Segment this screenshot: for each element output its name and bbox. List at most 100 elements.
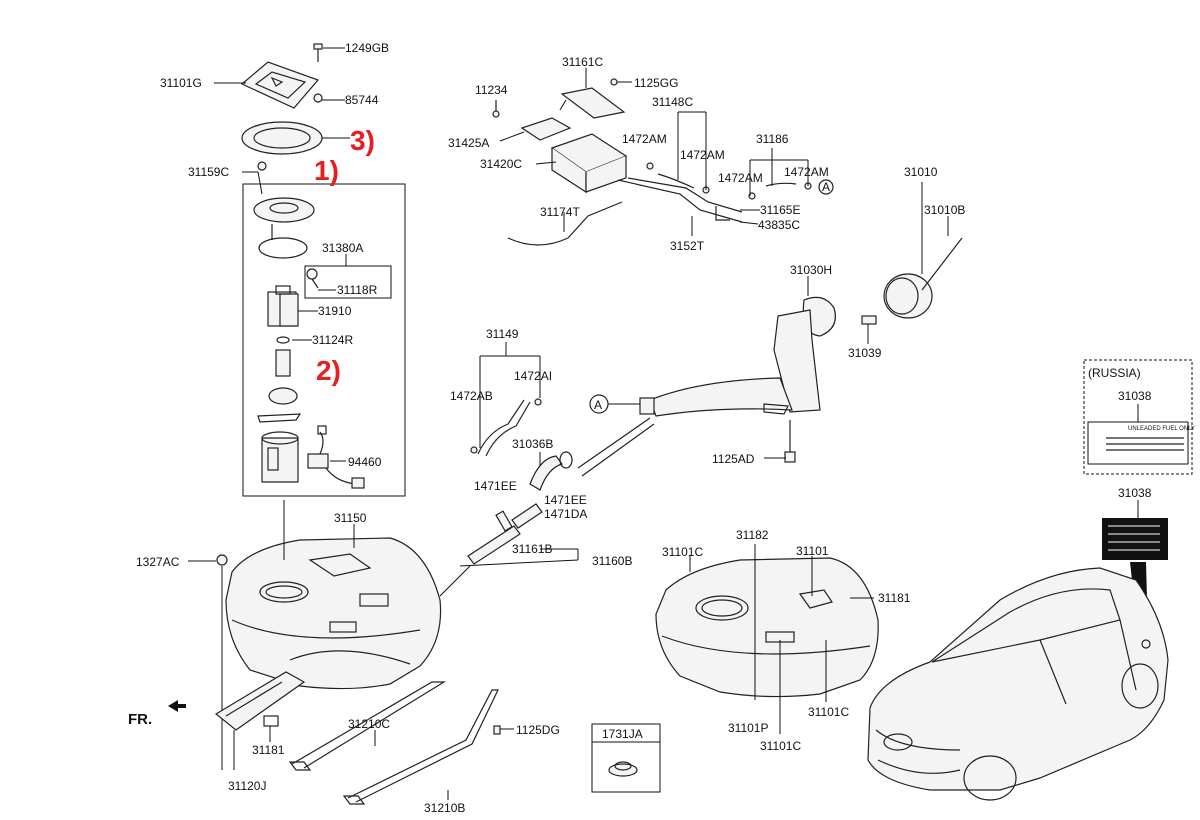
label-1249GB: 1249GB [345, 41, 389, 55]
screw-31039 [861, 315, 877, 325]
label-1472AI: 1472AI [514, 369, 552, 383]
decal-31038b [1102, 518, 1168, 560]
clamp-1471EE [495, 510, 513, 532]
bolt-1125AD [784, 420, 796, 463]
label-1471EE-b: 1471EE [544, 493, 587, 507]
label-front: FR. [128, 711, 152, 728]
label-31210B: 31210B [424, 801, 465, 815]
pump-seal-ring [258, 237, 308, 259]
fuel-tank-31101C [655, 557, 879, 698]
label-31039: 31039 [848, 346, 882, 360]
russia-decal-box [1083, 359, 1193, 475]
label-1472AM-d: 1472AM [784, 165, 829, 179]
hose-31149 [470, 398, 542, 457]
label-1125GG: 1125GG [634, 76, 678, 90]
label-43835C: 43835C [758, 218, 800, 232]
label-marker-A-top: A [822, 180, 830, 194]
label-31030H: 31030H [790, 263, 832, 277]
label-31380A: 31380A [322, 241, 363, 255]
canister-filter-31425A [520, 117, 572, 141]
label-31150: 31150 [334, 511, 367, 525]
canister-bracket-31161C [559, 87, 626, 119]
label-marker-A-filler: A [594, 398, 602, 412]
front-arrow [168, 700, 186, 712]
label-31038: 31038 [1118, 486, 1152, 500]
nut-85744 [313, 93, 323, 103]
label-1731JA: 1731JA [602, 727, 643, 741]
sender-94460 [307, 425, 365, 489]
bracket-31165E [715, 206, 730, 221]
label-31120J: 31120J [228, 779, 266, 793]
label-1472AM-c: 1472AM [718, 171, 763, 185]
filler-pipe-31161B [467, 503, 543, 565]
label-1472AB: 1472AB [450, 389, 493, 403]
callout-2: 2) [316, 355, 341, 386]
canister-31420C [550, 133, 628, 194]
sub-kit-31380A-box [304, 265, 392, 299]
label-31159C: 31159C [188, 165, 229, 179]
pump-gasket-ring [241, 121, 323, 155]
vent-tube-31174T [507, 201, 623, 246]
label-31101C-right: 31101C [808, 705, 849, 719]
label-31161C: 31161C [562, 55, 603, 69]
label-31160B: 31160B [592, 554, 632, 568]
part-box-1731JA [591, 723, 661, 793]
callout-1: 1) [314, 155, 339, 186]
decal-text: UNLEADED FUEL ONLY [1128, 426, 1195, 432]
label-1327AC: 1327AC [136, 555, 180, 569]
label-31101C-bottom: 31101C [760, 739, 801, 753]
fuel-tank-31150 [225, 537, 442, 690]
label-1472AM-b: 1472AM [680, 148, 725, 162]
bolt-11234 [492, 100, 500, 118]
pump-bracket [257, 387, 302, 423]
label-31101C-top: 31101C [662, 545, 703, 559]
label-31174T: 31174T [540, 205, 580, 219]
label-1472AM-a: 1472AM [622, 132, 667, 146]
label-31101P: 31101P [728, 721, 768, 735]
label-31010: 31010 [904, 165, 938, 179]
label-1471EE-a: 1471EE [474, 479, 517, 493]
label-31182: 31182 [736, 528, 769, 542]
label-31149: 31149 [486, 327, 519, 341]
filler-hose-31036B [529, 451, 573, 491]
label-31186: 31186 [756, 132, 789, 146]
label-31210C: 31210C [348, 717, 390, 731]
label-1125AD: 1125AD [712, 452, 755, 466]
vapor-hoses [617, 162, 812, 223]
vent-pipe [577, 417, 655, 477]
pump-filter-31910 [267, 285, 299, 327]
pump-flange [253, 197, 315, 223]
filler-neck-31030H [639, 296, 836, 417]
marker-A-top [818, 179, 834, 195]
filter-31118R [306, 268, 319, 289]
label-31181-right: 31181 [878, 591, 911, 605]
heat-shield-31120J [214, 671, 306, 731]
label-31420C: 31420C [480, 157, 522, 171]
label-31010B: 31010B [924, 203, 965, 217]
label-94460: 94460 [348, 455, 382, 469]
label-31181-left: 31181 [252, 743, 285, 757]
grommet-1731JA [608, 761, 638, 777]
label-1471DA: 1471DA [544, 507, 587, 521]
label-31910: 31910 [318, 304, 352, 318]
label-russia: (RUSSIA) [1088, 366, 1141, 380]
label-1125DG: 1125DG [516, 723, 560, 737]
fuel-cap-31010 [883, 237, 963, 319]
label-31101: 31101 [796, 544, 829, 558]
label-85744: 85744 [345, 93, 379, 107]
label-31161B: 31161B [512, 542, 552, 556]
bolt-1249GB [313, 43, 323, 62]
label-31425A: 31425A [448, 136, 489, 150]
label-31148C: 31148C [652, 95, 693, 109]
label-31038-russia: 31038 [1118, 389, 1152, 403]
label-31165E: 31165E [760, 203, 800, 217]
pump-motor-31124R [275, 336, 291, 377]
label-3152T: 3152T [670, 239, 705, 253]
label-31036B: 31036B [512, 437, 553, 451]
car-illustration [867, 567, 1169, 801]
pump-reservoir [261, 431, 299, 483]
strap-31210B [342, 689, 499, 805]
nut-1327AC [216, 554, 228, 566]
label-11234: 11234 [475, 83, 508, 97]
